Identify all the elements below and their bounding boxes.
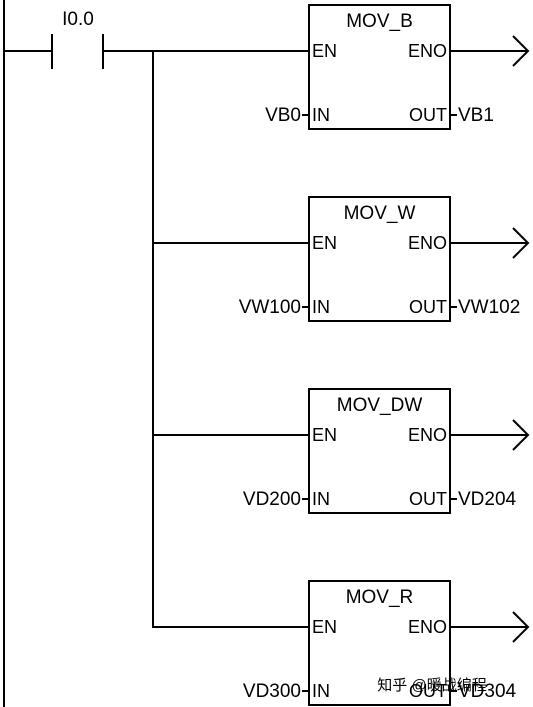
in-operand: VD200: [243, 489, 301, 510]
in-operand: VD300: [243, 681, 301, 702]
eno-arrow-icon: [512, 419, 530, 451]
en-pin-label: EN: [312, 41, 337, 61]
out-pin-label: OUT: [409, 297, 447, 317]
contact-i0-0[interactable]: I0.0: [4, 9, 104, 69]
in-pin-label: IN: [312, 297, 330, 317]
eno-arrow-icon: [512, 227, 530, 259]
watermark-text: 知乎 @暖战编程: [377, 677, 486, 694]
block-title: MOV_W: [344, 203, 416, 224]
out-pin-label: OUT: [409, 489, 447, 509]
contact-label: I0.0: [62, 9, 94, 30]
en-pin-label: EN: [312, 617, 337, 637]
in-pin-label: IN: [312, 489, 330, 509]
in-pin-label: IN: [312, 105, 330, 125]
out-operand: VD204: [458, 489, 517, 510]
in-pin-label: IN: [312, 681, 330, 701]
eno-pin-label: ENO: [408, 41, 447, 61]
eno-arrow-icon: [512, 35, 530, 67]
out-operand: VD304: [458, 681, 517, 702]
in-operand: VB0: [265, 105, 301, 126]
eno-arrow-icon: [512, 611, 530, 643]
in-operand: VW100: [239, 297, 301, 318]
block-mov-w[interactable]: MOV_W EN ENO IN OUT VW100 VW102: [153, 196, 530, 322]
block-mov-r[interactable]: MOV_R EN ENO IN OUT VD300 VD304: [153, 580, 530, 706]
en-pin-label: EN: [312, 425, 337, 445]
block-title: MOV_DW: [337, 395, 423, 416]
eno-pin-label: ENO: [408, 233, 447, 253]
out-operand: VW102: [458, 297, 520, 318]
out-operand: VB1: [458, 105, 494, 126]
out-pin-label: OUT: [409, 681, 447, 701]
block-box: [308, 580, 451, 706]
block-box: [308, 4, 451, 130]
block-box: [308, 388, 451, 514]
block-mov-b[interactable]: MOV_B EN ENO IN OUT VB0 VB1: [265, 4, 530, 130]
block-title: MOV_B: [346, 11, 413, 32]
eno-pin-label: ENO: [408, 617, 447, 637]
block-box: [308, 196, 451, 322]
out-pin-label: OUT: [409, 105, 447, 125]
block-title: MOV_R: [346, 587, 414, 608]
en-pin-label: EN: [312, 233, 337, 253]
eno-pin-label: ENO: [408, 425, 447, 445]
